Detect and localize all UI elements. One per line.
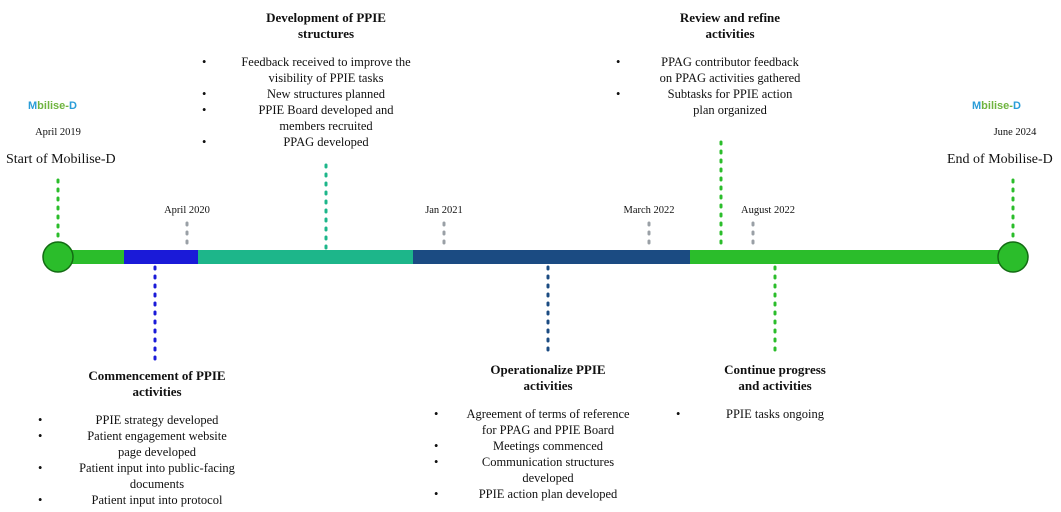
list-item: PPIE action plan developed [434, 486, 648, 502]
list-item: PPAG developed [202, 134, 436, 150]
mobilise-d-logo-start: Mbilise-D [28, 100, 77, 112]
tick-jan-2021: Jan 2021 [425, 205, 463, 216]
phase-continue: Continue progress and activities PPIE ta… [676, 362, 860, 422]
list-item: Feedback received to improve thevisibili… [202, 54, 436, 86]
segment-operationalize-navy [413, 250, 692, 264]
phase-continue-heading: Continue progress and activities [724, 362, 826, 393]
list-item: PPIE tasks ongoing [676, 406, 860, 422]
list-item: New structures planned [202, 86, 436, 102]
tick-august-2022: August 2022 [741, 205, 795, 216]
list-item: Patient input into protocol [38, 492, 262, 508]
phase-operationalize-heading: Operationalize PPIE activities [490, 362, 606, 393]
list-item: PPIE strategy developed [38, 412, 262, 428]
mobilise-d-logo-end: Mbilise-D [972, 100, 1021, 112]
end-date: June 2024 [993, 127, 1037, 138]
phase-review-heading: Review and refine activities [679, 10, 781, 41]
end-label: End of Mobilise-D [947, 152, 1053, 167]
list-item: Patient input into public-facingdocument… [38, 460, 262, 492]
phase-continue-list: PPIE tasks ongoing [676, 406, 860, 422]
start-label: Start of Mobilise-D [6, 152, 116, 167]
phase-review: Review and refine activities PPAG contri… [616, 10, 830, 118]
start-circle [42, 241, 74, 273]
tick-april-2020: April 2020 [164, 205, 210, 216]
segment-commencement-blue [124, 250, 200, 264]
phase-commencement: Commencement of PPIE activities PPIE str… [38, 368, 262, 508]
phase-commencement-heading: Commencement of PPIE activities [88, 368, 226, 399]
segment-start-green [58, 250, 126, 264]
start-date: April 2019 [35, 127, 81, 138]
phase-development-heading: Development of PPIE structures [266, 10, 386, 41]
phase-commencement-list: PPIE strategy developed Patient engageme… [38, 412, 262, 508]
list-item: Meetings commenced [434, 438, 648, 454]
phase-development-list: Feedback received to improve thevisibili… [202, 54, 436, 150]
tick-march-2022: March 2022 [623, 205, 675, 216]
segment-review-green [690, 250, 1015, 264]
end-circle [997, 241, 1029, 273]
phase-operationalize: Operationalize PPIE activities Agreement… [434, 362, 648, 502]
segment-development-teal [198, 250, 415, 264]
phase-development: Development of PPIE structures Feedback … [202, 10, 436, 150]
